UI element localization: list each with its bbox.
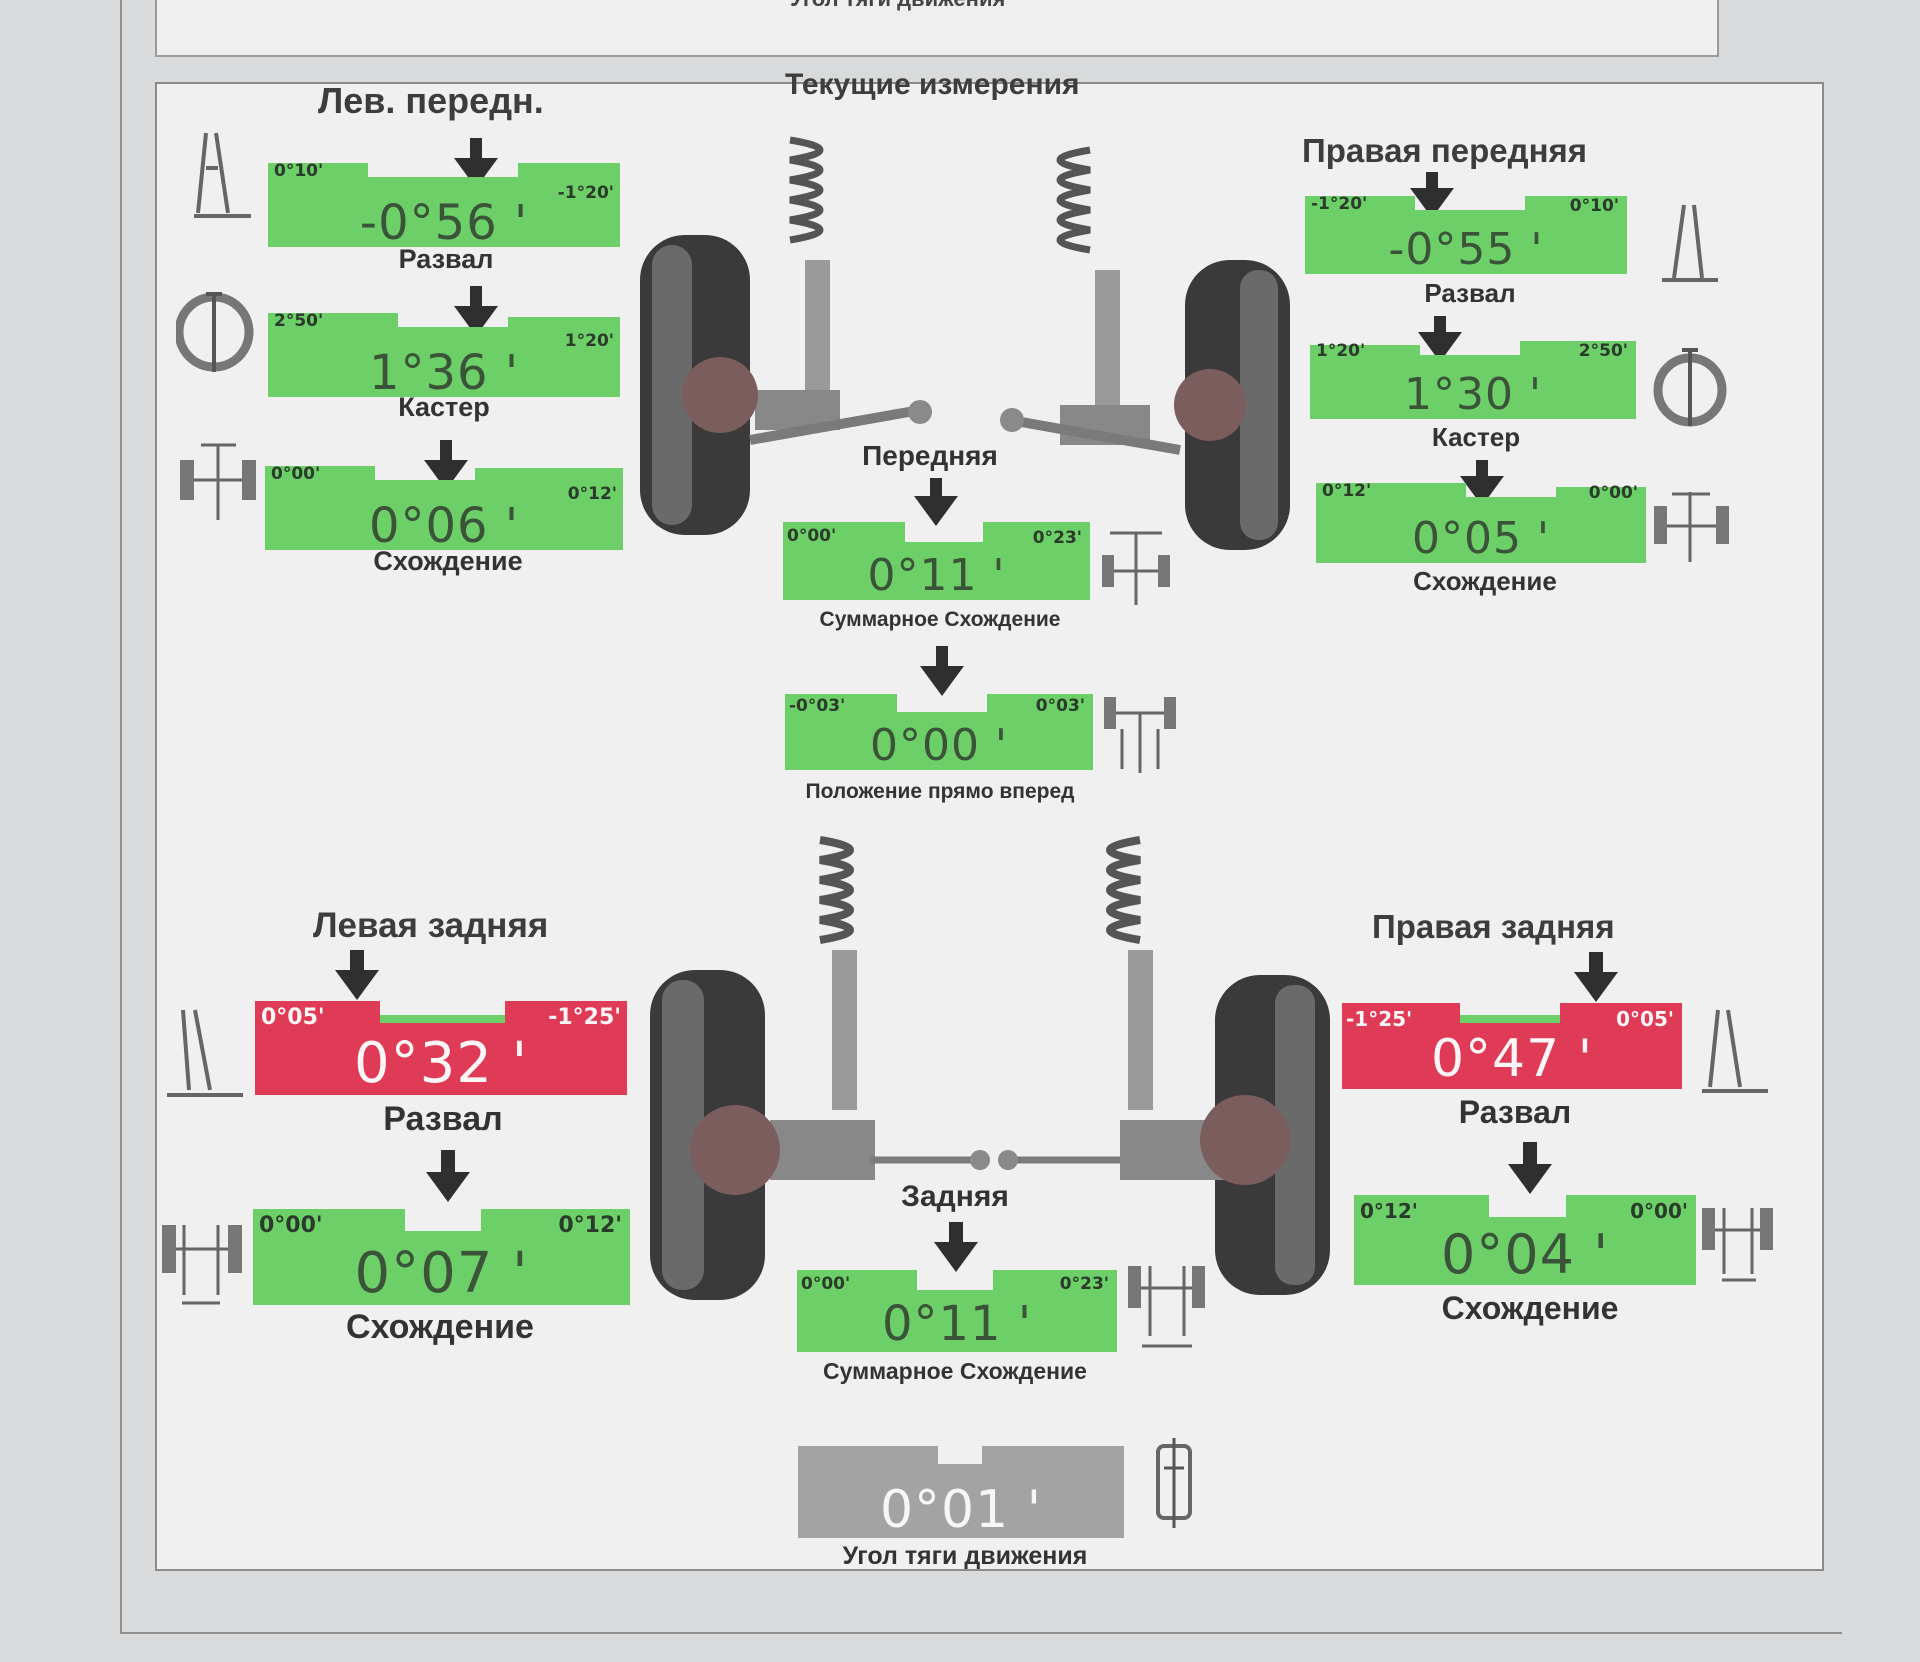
- front-left-caster-label: Кастер: [398, 392, 490, 422]
- straight-ahead-max: 0°03': [1035, 696, 1085, 716]
- straight-ahead-icon: [1104, 697, 1176, 773]
- front-left-camber-min: 0°10': [274, 161, 324, 181]
- rear-right-toe-value: 0°04 ': [1440, 1223, 1610, 1286]
- camber-icon: [194, 132, 251, 218]
- front-right-toe-value: 0°05 ': [1411, 513, 1551, 564]
- front-right-toe-max: 0°00': [1588, 483, 1638, 503]
- front-axle-label: Передняя: [862, 440, 998, 471]
- front-right-caster-min: 1°20': [1316, 341, 1366, 361]
- front-left-toe-gauge: 0°00' 0°12' 0°06 ': [265, 458, 623, 554]
- previous-panel-frame: [155, 0, 1719, 57]
- front-total-toe-max: 0°23': [1032, 528, 1082, 548]
- front-left-toe-min: 0°00': [271, 464, 321, 484]
- straight-ahead-gauge: -0°03' 0°03' 0°00 ': [785, 690, 1093, 771]
- caster-icon: [176, 292, 254, 372]
- toe-icon: [180, 443, 256, 520]
- rear-left-camber-value: 0°32 ': [353, 1031, 529, 1096]
- front-left-camber-gauge: 0°10' -1°20' -0°56 ': [268, 155, 620, 251]
- front-right-camber-gauge: -1°20' 0°10' -0°55 ': [1305, 188, 1627, 275]
- toe-icon: [1654, 492, 1729, 562]
- front-total-toe-value: 0°11 ': [867, 550, 1006, 601]
- rear-left-camber-min: 0°05': [261, 1005, 325, 1030]
- front-right-caster-gauge: 1°20' 2°50' 1°30 ': [1310, 333, 1636, 420]
- front-total-toe-min: 0°00': [787, 526, 837, 546]
- front-right-camber-label: Развал: [1424, 278, 1516, 308]
- front-right-caster-value: 1°30 ': [1403, 369, 1543, 420]
- rear-left-toe-gauge: 0°00' 0°12' 0°07 ': [253, 1209, 630, 1306]
- thrust-angle-value: 0°01 ': [879, 1480, 1043, 1540]
- rear-total-toe-value: 0°11 ': [881, 1296, 1033, 1352]
- toe-icon: [162, 1225, 242, 1305]
- rear-right-toe-label: Схождение: [1441, 1290, 1619, 1326]
- rear-left-toe-min: 0°00': [259, 1213, 323, 1238]
- camber-icon: [167, 1009, 243, 1097]
- front-left-camber-value: -0°56 ': [359, 195, 529, 251]
- rear-right-toe-gauge: 0°12' 0°00' 0°04 ': [1354, 1195, 1696, 1286]
- rear-left-camber-label: Развал: [383, 1100, 503, 1138]
- rear-right-camber-value: 0°47 ': [1430, 1029, 1594, 1089]
- total-toe-icon: [1128, 1266, 1205, 1348]
- rear-right-toe-max: 0°00': [1630, 1199, 1688, 1223]
- rear-left-toe-max: 0°12': [558, 1213, 622, 1238]
- rear-total-toe-max: 0°23': [1059, 1274, 1109, 1294]
- rear-total-toe-gauge: 0°00' 0°23' 0°11 ': [797, 1268, 1117, 1352]
- rear-total-toe-label: Суммарное Схождение: [823, 1358, 1087, 1384]
- front-total-toe-gauge: 0°00' 0°23' 0°11 ': [783, 520, 1090, 601]
- previous-panel-caption: Угол тяги движения: [790, 0, 1005, 12]
- camber-icon: [1662, 204, 1718, 282]
- rear-right-camber-gauge: -1°25' 0°05' 0°47 ': [1342, 1003, 1682, 1089]
- rear-right-camber-max: 0°05': [1616, 1007, 1674, 1031]
- rear-axle-label: Задняя: [901, 1180, 1009, 1213]
- front-left-caster-gauge: 2°50' 1°20' 1°36 ': [268, 305, 620, 401]
- rear-left-toe-value: 0°07 ': [354, 1241, 529, 1306]
- thrust-angle-gauge: 0°01 ': [798, 1442, 1124, 1540]
- rear-total-toe-min: 0°00': [801, 1274, 851, 1294]
- front-left-camber-label: Развал: [398, 244, 494, 274]
- front-right-camber-value: -0°55 ': [1388, 224, 1544, 275]
- front-left-camber-max: -1°20': [557, 183, 614, 203]
- sheet-border: [120, 0, 1842, 1634]
- thrust-angle-icon: [1156, 1438, 1192, 1528]
- front-left-caster-max: 1°20': [564, 331, 614, 351]
- front-left-toe-max: 0°12': [567, 484, 617, 504]
- front-right-toe-min: 0°12': [1322, 481, 1372, 501]
- rear-left-camber-gauge: 0°05' -1°25' 0°32 ': [255, 1001, 627, 1096]
- straight-ahead-min: -0°03': [789, 696, 846, 716]
- toe-icon: [1702, 1208, 1773, 1282]
- total-toe-icon: [1102, 531, 1170, 605]
- front-suspension-illustration: [640, 136, 1290, 550]
- rear-right-title: Правая задняя: [1372, 908, 1615, 945]
- front-right-camber-min: -1°20': [1311, 194, 1368, 214]
- caster-icon: [1653, 348, 1727, 427]
- front-left-toe-value: 0°06 ': [368, 498, 520, 554]
- front-right-toe-gauge: 0°12' 0°00' 0°05 ': [1316, 475, 1646, 564]
- rear-right-camber-label: Развал: [1458, 1094, 1572, 1130]
- rear-left-title: Левая задняя: [313, 906, 549, 945]
- thrust-angle-label: Угол тяги движения: [842, 1542, 1088, 1570]
- front-right-caster-max: 2°50': [1578, 341, 1628, 361]
- page-title: Текущие измерения: [785, 68, 1080, 101]
- camber-icon: [1702, 1009, 1768, 1093]
- front-left-caster-min: 2°50': [274, 311, 324, 331]
- front-left-title: Лев. передн.: [318, 80, 544, 121]
- rear-right-camber-min: -1°25': [1346, 1007, 1413, 1031]
- front-left-toe-label: Схождение: [373, 546, 523, 576]
- straight-ahead-value: 0°00 ': [869, 720, 1009, 771]
- rear-left-toe-label: Схождение: [346, 1308, 534, 1346]
- rear-suspension-illustration: [650, 836, 1330, 1300]
- front-right-title: Правая передняя: [1302, 132, 1588, 169]
- front-left-caster-value: 1°36 ': [368, 345, 520, 401]
- straight-ahead-label: Положение прямо вперед: [805, 780, 1075, 803]
- front-right-toe-label: Схождение: [1413, 566, 1557, 596]
- front-right-caster-label: Кастер: [1431, 422, 1521, 452]
- rear-right-toe-min: 0°12': [1360, 1199, 1418, 1223]
- front-right-camber-max: 0°10': [1569, 196, 1619, 216]
- front-total-toe-label: Суммарное Схождение: [819, 608, 1061, 631]
- rear-left-camber-max: -1°25': [548, 1005, 621, 1030]
